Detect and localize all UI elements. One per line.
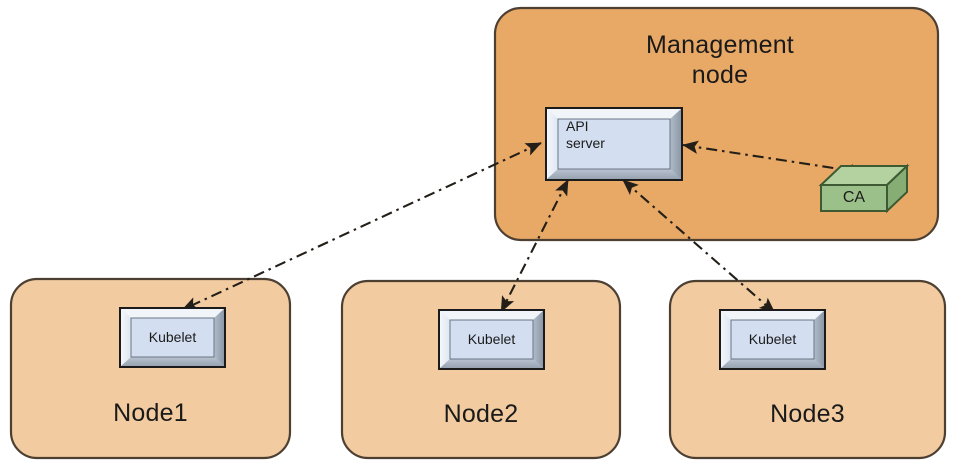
connector-api-server-to-kubelet-node3[interactable] <box>622 179 776 314</box>
component-kubelet-node2[interactable] <box>438 309 545 370</box>
api-server-bevel-top <box>547 109 681 119</box>
kubelet-node3-bevel-bottom <box>721 359 824 368</box>
kubelet-node1-border <box>119 307 226 368</box>
kubelet-node1-bevel-left <box>121 309 131 366</box>
node1-background <box>9 277 292 460</box>
kubelet-node3-bevel-left <box>721 311 731 368</box>
connector-group <box>181 140 867 314</box>
api-server-border <box>545 107 683 181</box>
kubelet-node1-inner-face <box>130 317 215 358</box>
kubelet-node2-border <box>438 309 545 370</box>
kubelet-node3-bevel-top <box>721 311 824 320</box>
component-kubelet-node1[interactable] <box>119 307 226 368</box>
kubelet-node2-bevel-right <box>533 311 543 368</box>
api-server-bevel-bottom <box>547 169 681 179</box>
kubelet-node2-bevel-bottom <box>440 359 543 368</box>
api-server-inner-face <box>557 118 671 170</box>
connector-api-server-to-kubelet-node1[interactable] <box>181 142 542 311</box>
component-ca[interactable] <box>818 163 910 214</box>
kubelet-node1-bevel-bottom <box>121 357 224 366</box>
kubelet-node2-bevel-top <box>440 311 543 320</box>
component-kubelet-node3[interactable] <box>719 309 826 370</box>
kubelet-node3-border <box>719 309 826 370</box>
kubelet-node1-bevel-top <box>121 309 224 318</box>
kubelet-node2-bevel-left <box>440 311 450 368</box>
connector-api-server-to-ca[interactable] <box>682 140 867 178</box>
component-api-server[interactable] <box>545 107 683 181</box>
api-server-bevel-left <box>547 109 558 179</box>
kubelet-node1-bevel-right <box>214 309 224 366</box>
kubelet-node3-inner-face <box>730 319 815 360</box>
kubelet-node2-inner-face <box>449 319 534 360</box>
kubelet-node3-bevel-right <box>814 311 824 368</box>
connector-api-server-to-kubelet-node2[interactable] <box>500 179 569 313</box>
zone-node1[interactable] <box>9 277 292 460</box>
ca-front-face <box>820 184 888 212</box>
api-server-bevel-right <box>670 109 681 179</box>
